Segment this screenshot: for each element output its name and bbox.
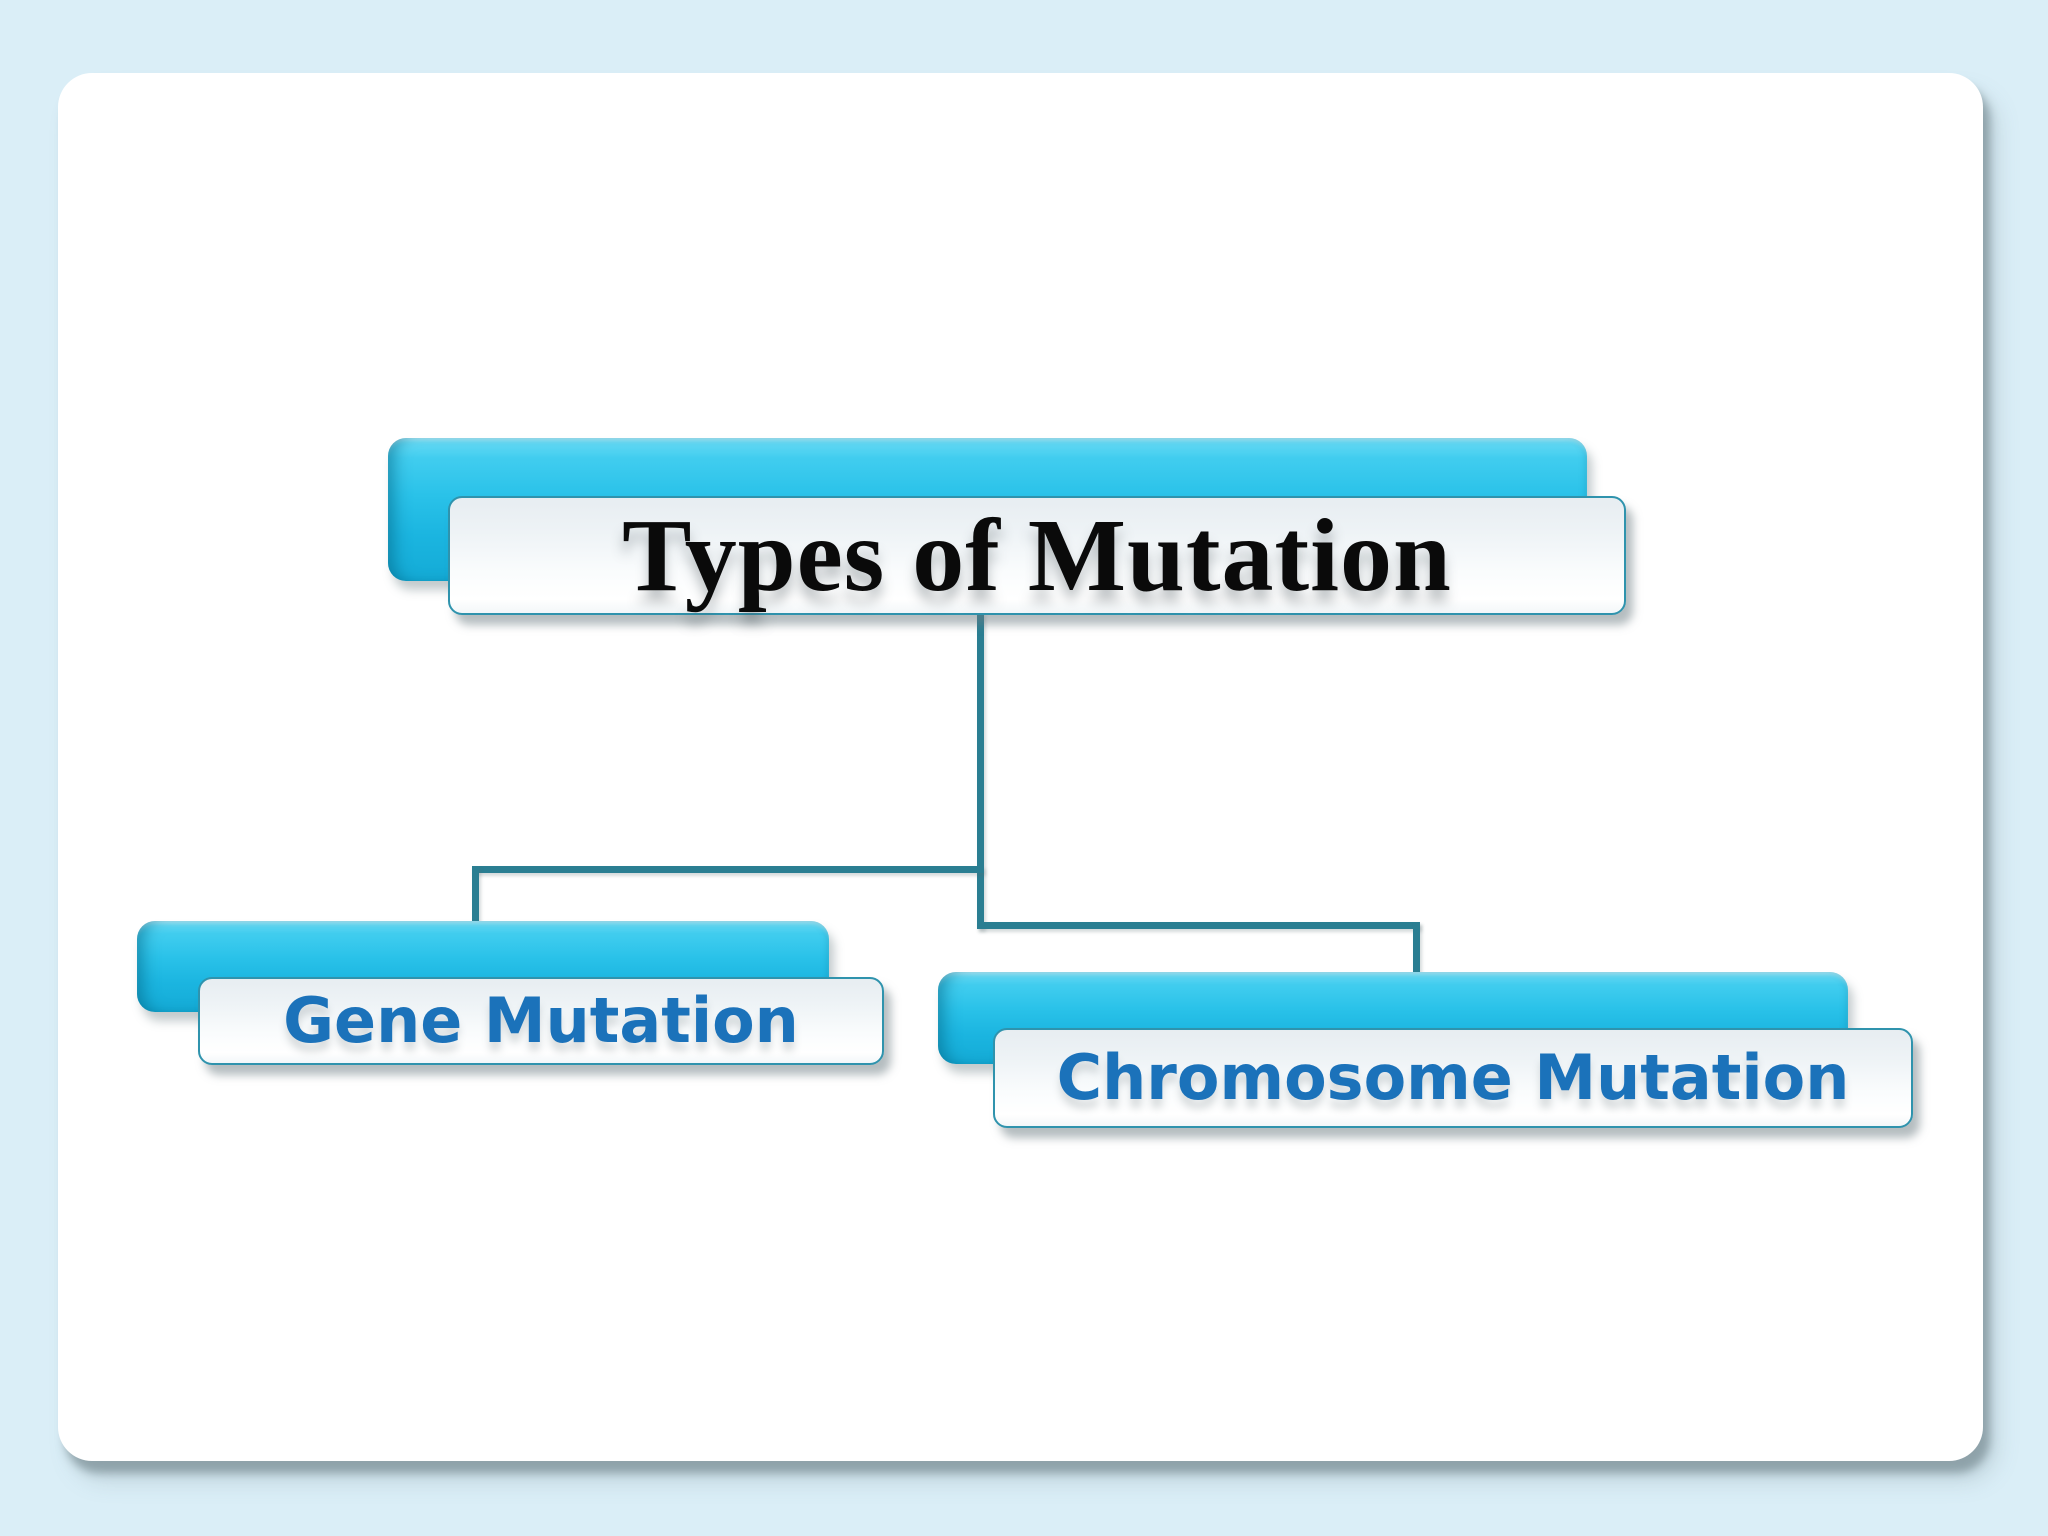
child-node-gene-mutation: Gene Mutation [198,977,884,1065]
connector-left-vertical [472,866,479,926]
root-node-types-of-mutation: Types of Mutation [448,496,1626,615]
root-node-label: Types of Mutation [622,497,1452,613]
gene-node-label: Gene Mutation [283,984,799,1057]
slide-card [58,73,1983,1461]
connector-right-vertical [1413,922,1420,980]
connector-right-horizontal [977,922,1420,929]
chromosome-node-label: Chromosome Mutation [1056,1041,1850,1114]
connector-left-horizontal [472,866,984,873]
child-node-chromosome-mutation: Chromosome Mutation [993,1028,1913,1128]
connector-root-vertical [977,612,984,929]
